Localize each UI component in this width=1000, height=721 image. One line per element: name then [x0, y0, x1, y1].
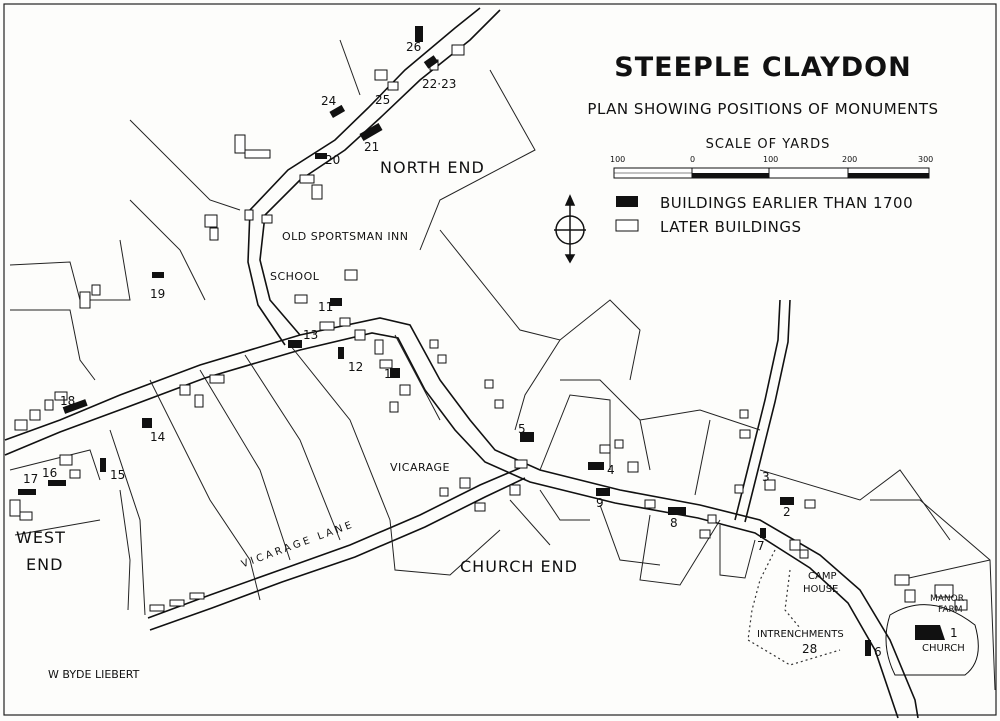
place-label-inn: OLD SPORTSMAN INN — [282, 230, 409, 243]
monument-number: 26 — [406, 40, 422, 54]
monument-number: 15 — [110, 468, 126, 482]
scale-bar — [613, 167, 930, 179]
intrenchments — [747, 549, 841, 666]
place-label-manor: MANOR — [930, 594, 964, 604]
monument-number: 8 — [670, 516, 678, 530]
map-subtitle: PLAN SHOWING POSITIONS OF MONUMENTS — [587, 100, 939, 118]
monument-number: 11 — [318, 300, 334, 314]
area-label-end: END — [26, 555, 64, 574]
monument-number: 16 — [42, 466, 58, 480]
monument-number: 12 — [348, 360, 364, 374]
area-label-church-end: CHURCH END — [460, 557, 578, 576]
monument-number: 13 — [303, 328, 319, 342]
legend-later-swatch — [615, 219, 639, 232]
place-label-farm: FARM — [938, 605, 963, 615]
area-label-west: WEST — [16, 528, 66, 547]
scale-tick: 100 — [763, 155, 779, 164]
north-arrow-icon — [554, 194, 586, 264]
monument-number: 1 — [950, 626, 958, 640]
scale-label: SCALE OF YARDS — [705, 137, 831, 152]
place-label-camp: CAMP — [808, 571, 837, 582]
legend-later-label: LATER BUILDINGS — [660, 218, 802, 236]
place-label-church: CHURCH — [922, 643, 965, 654]
place-label-house: HOUSE — [803, 584, 839, 595]
monument-number: 9 — [596, 496, 604, 510]
monument-number: 20 — [325, 153, 341, 167]
monument-number: 3 — [762, 470, 770, 484]
monument-number: 6 — [874, 645, 882, 659]
monument-number: 2 — [783, 505, 791, 519]
monument-number: 19 — [150, 287, 166, 301]
scale-tick: 100 — [610, 155, 626, 164]
place-label-school: SCHOOL — [270, 270, 320, 283]
map-border — [3, 3, 997, 716]
roads — [4, 7, 919, 719]
monument-number: 24 — [321, 94, 337, 108]
place-label-vicarage: VICARAGE — [390, 461, 450, 474]
monument-number: 10 — [384, 367, 400, 381]
monument-number: 25 — [375, 93, 391, 107]
monument-number: 22·23 — [422, 77, 457, 91]
scale-tick: 200 — [842, 155, 858, 164]
place-label-intrenchments: INTRENCHMENTS — [757, 629, 844, 640]
credit-signature: W BYDE LIEBERT — [48, 668, 140, 681]
monument-number: 5 — [518, 422, 526, 436]
scale-tick: 300 — [918, 155, 934, 164]
early-buildings — [18, 26, 945, 656]
monument-number: 14 — [150, 430, 166, 444]
monument-number: 21 — [364, 140, 380, 154]
monument-number: 17 — [23, 472, 39, 486]
scale-tick: 0 — [690, 155, 696, 164]
monument-number: 18 — [60, 394, 76, 408]
monument-number: 4 — [607, 463, 615, 477]
later-buildings — [9, 44, 968, 612]
area-label-north-end: NORTH END — [380, 158, 485, 177]
legend-early-swatch — [616, 196, 638, 207]
monument-number: 7 — [757, 539, 765, 553]
map-title: STEEPLE CLAYDON — [614, 52, 912, 83]
churchyard — [885, 604, 979, 676]
monument-number: 28 — [802, 642, 818, 656]
legend-early-label: BUILDINGS EARLIER THAN 1700 — [660, 194, 914, 212]
